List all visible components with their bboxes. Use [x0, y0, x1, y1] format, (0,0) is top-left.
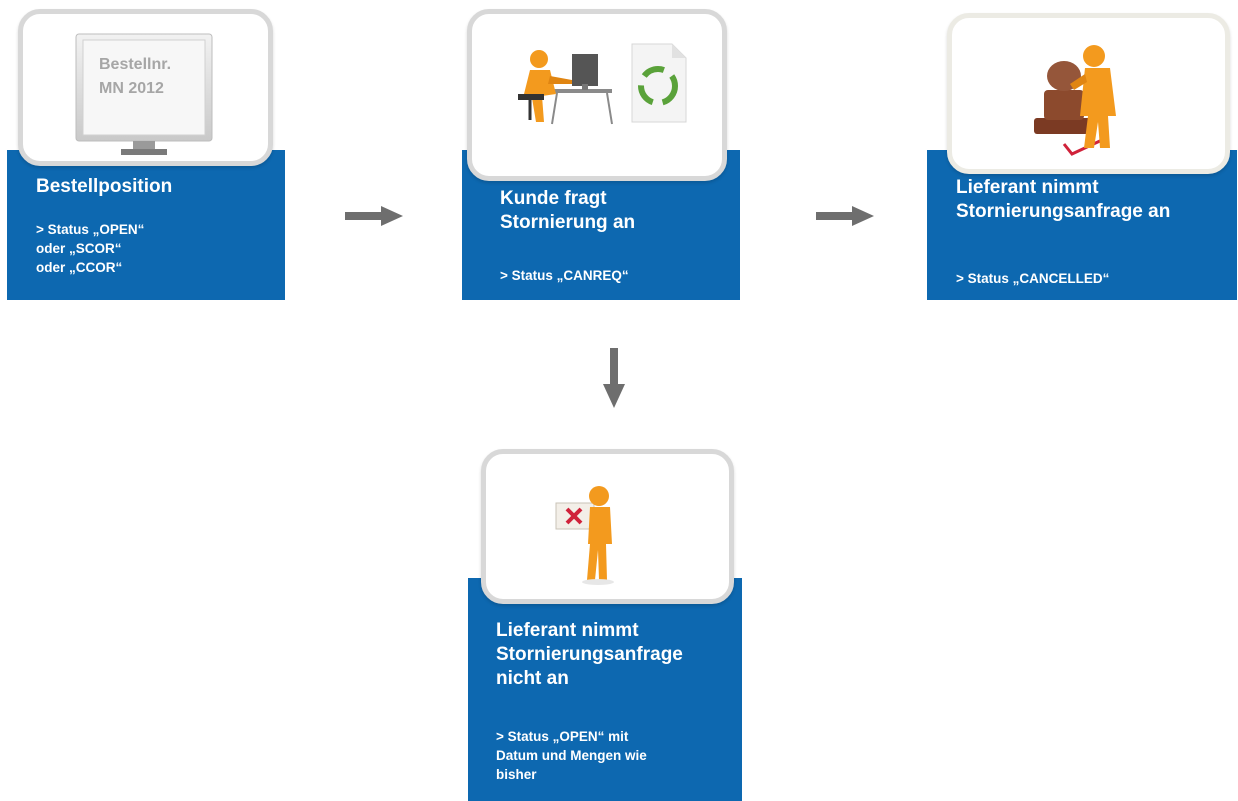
- arrow-right-icon: [816, 206, 874, 226]
- arrow-right-icon: [345, 206, 403, 226]
- person-reject-sign-icon: [555, 486, 614, 585]
- step-lieferant-ablehnt-panel: Lieferant nimmt Stornierungsanfrage nich…: [468, 578, 742, 801]
- step-bestellposition-title: Bestellposition: [36, 176, 173, 197]
- step-lieferant-ablehnt-status: > Status „OPEN“ mit Datum und Mengen wie…: [496, 729, 647, 782]
- step-bestellposition-panel: Bestellposition > Status „OPEN“ oder „SC…: [7, 150, 285, 300]
- step-kunde-status: > Status „CANREQ“: [500, 268, 629, 283]
- step-bestellposition-image-card: Bestellnr. MN 2012: [18, 9, 273, 166]
- step-kunde-image-card: [467, 9, 727, 181]
- step-lieferant-annimmt-status: > Status „CANCELLED“: [956, 271, 1110, 286]
- step-kunde-title: Kunde fragt Stornierung an: [500, 188, 636, 233]
- step-bestellposition-status: > Status „OPEN“ oder „SCOR“ oder „CCOR“: [36, 222, 145, 275]
- stamp-person-icon: [1034, 45, 1116, 156]
- monitor-icon: [75, 33, 213, 155]
- step-lieferant-annimmt-image-card: [947, 13, 1230, 174]
- step-lieferant-annimmt-title: Lieferant nimmt Stornierungsanfrage an: [956, 177, 1171, 222]
- order-number-label: Bestellnr. MN 2012: [99, 56, 172, 97]
- person-at-desk-recycle-icon: [518, 43, 687, 125]
- step-lieferant-annimmt-panel: Lieferant nimmt Stornierungsanfrage an >…: [927, 150, 1237, 300]
- step-lieferant-ablehnt-title: Lieferant nimmt Stornierungsanfrage nich…: [496, 620, 683, 689]
- arrow-down-icon: [603, 348, 625, 408]
- step-lieferant-ablehnt-image-card: [481, 449, 734, 604]
